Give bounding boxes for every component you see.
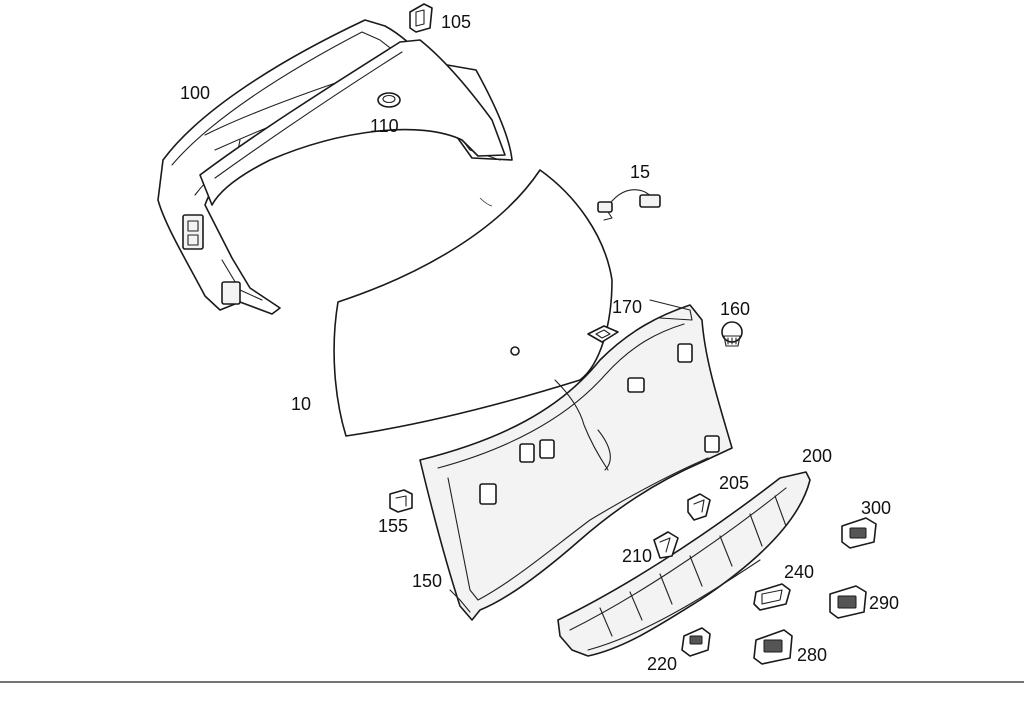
- callout-105: 105: [441, 12, 471, 32]
- callout-220: 220: [647, 654, 677, 674]
- part-220-handle-block: [681, 627, 711, 657]
- part-110-grommet: [377, 92, 401, 108]
- callout-150: 150: [412, 571, 442, 591]
- part-290-camera-housing: [829, 585, 867, 619]
- callout-300: 300: [861, 498, 891, 518]
- callout-100: 100: [180, 83, 210, 103]
- callout-155: 155: [378, 516, 408, 536]
- part-205-clip: [687, 493, 711, 521]
- callout-210: 210: [622, 546, 652, 566]
- part-240-light-unit: [753, 583, 791, 611]
- callout-10: 10: [291, 394, 311, 414]
- part-105-clip: [409, 3, 433, 33]
- callout-280: 280: [797, 645, 827, 665]
- part-210-clip: [653, 531, 679, 559]
- callout-110: 110: [370, 116, 399, 136]
- callout-15: 15: [630, 162, 650, 182]
- part-155-clip: [389, 489, 413, 513]
- part-15-cable-sensor: [597, 189, 661, 221]
- part-160-push-clip: [721, 321, 743, 347]
- part-170-emblem-plate: [587, 325, 619, 343]
- callout-200: 200: [802, 446, 832, 466]
- part-100-inner-sill: [199, 39, 506, 206]
- callout-160: 160: [720, 299, 750, 319]
- callout-170: 170: [612, 297, 642, 317]
- part-200-lower-trim: [557, 471, 811, 657]
- callout-290: 290: [869, 593, 899, 613]
- part-150-tailgate-trim: [419, 299, 733, 621]
- callout-205: 205: [719, 473, 749, 493]
- callout-240: 240: [784, 562, 814, 582]
- part-280-switch-housing: [753, 629, 793, 665]
- part-300-camera-module: [841, 517, 877, 549]
